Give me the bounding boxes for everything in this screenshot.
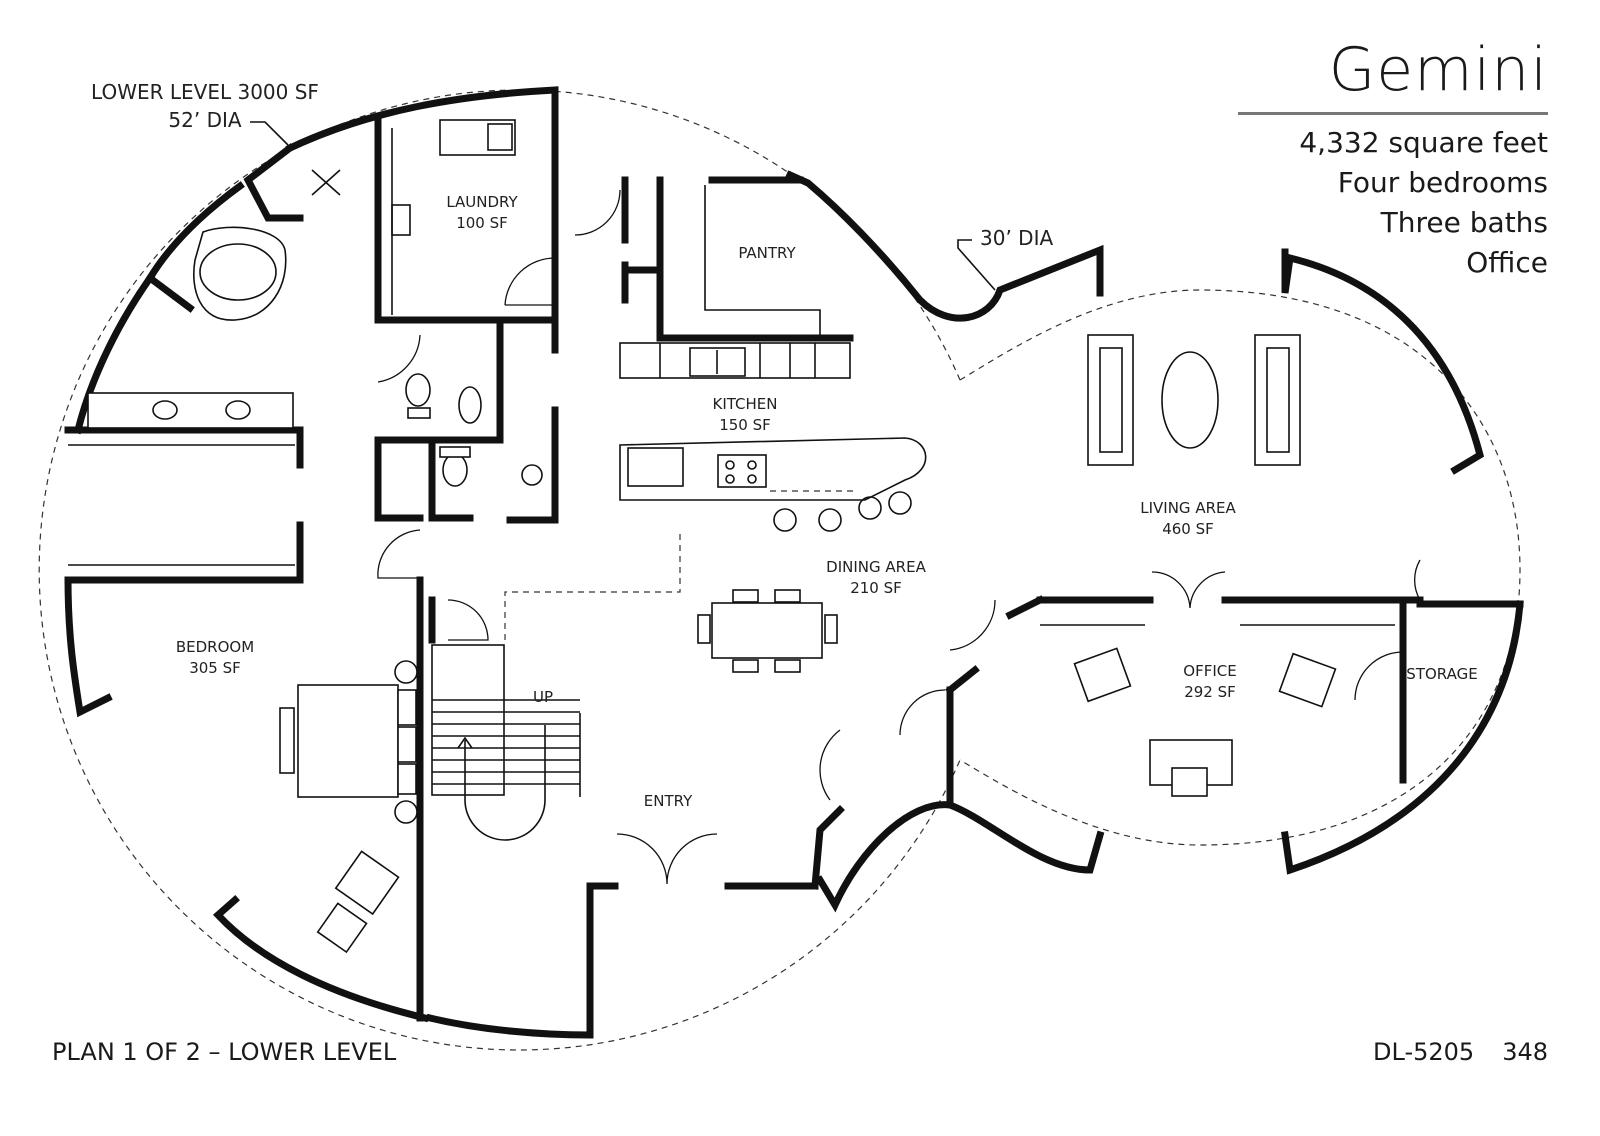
laundry-name: LAUNDRY	[446, 193, 518, 211]
plan-title: Gemini	[1238, 40, 1548, 115]
lower-level-leader-arrow	[250, 121, 289, 146]
kitchen-name: KITCHEN	[713, 395, 778, 413]
title-block: Gemini 4,332 square feet Four bedrooms T…	[1238, 40, 1548, 283]
office-furniture	[1040, 624, 1395, 797]
kitchen-counters	[619, 185, 927, 532]
plan-specs: 4,332 square feet Four bedrooms Three ba…	[1238, 123, 1548, 283]
kitchen-area: 150 SF	[719, 416, 771, 434]
lower-level-area-label: LOWER LEVEL 3000 SF	[91, 80, 319, 104]
spec-square-feet: 4,332 square feet	[1299, 126, 1548, 159]
stairs-label: UP	[533, 688, 553, 706]
spec-bedrooms: Four bedrooms	[1337, 166, 1548, 199]
office-name: OFFICE	[1183, 662, 1236, 680]
interior-walls	[296, 114, 1424, 1022]
small-dome-leader-arrow	[957, 239, 996, 291]
plan-code: DL-5205	[1373, 1038, 1475, 1066]
room-labels: LAUNDRY 100 SF PANTRY KITCHEN 150 SF LIV…	[176, 193, 1478, 810]
dining-name: DINING AREA	[826, 558, 926, 576]
laundry-bath-fixtures	[68, 119, 543, 566]
bedroom-name: BEDROOM	[176, 638, 254, 656]
stairs	[431, 530, 681, 841]
living-area: 460 SF	[1162, 520, 1214, 538]
spec-office: Office	[1466, 246, 1548, 279]
dimension-annotations: LOWER LEVEL 3000 SF 52’ DIA 30’ DIA	[91, 80, 1053, 291]
dining-area: 210 SF	[850, 579, 902, 597]
bedroom-area: 305 SF	[189, 659, 241, 677]
office-area: 292 SF	[1184, 683, 1236, 701]
exterior-walls	[64, 86, 1524, 1039]
living-name: LIVING AREA	[1140, 499, 1236, 517]
living-furniture	[1087, 334, 1301, 466]
plan-level-label: PLAN 1 OF 2 – LOWER LEVEL	[52, 1038, 397, 1066]
door-swings	[377, 189, 1421, 885]
laundry-area: 100 SF	[456, 214, 508, 232]
pantry-name: PANTRY	[738, 244, 796, 262]
spec-baths: Three baths	[1380, 206, 1548, 239]
plan-code-block: DL-5205 348	[1373, 1038, 1548, 1066]
dome-outlines	[38, 89, 1521, 1051]
small-dome-dia-label: 30’ DIA	[980, 226, 1053, 250]
lower-level-dia-label: 52’ DIA	[168, 108, 241, 132]
page-number: 348	[1502, 1038, 1548, 1066]
bedroom-furniture	[279, 660, 418, 954]
entry-name: ENTRY	[644, 792, 693, 810]
storage-name: STORAGE	[1406, 665, 1477, 683]
dining-furniture	[697, 589, 838, 673]
